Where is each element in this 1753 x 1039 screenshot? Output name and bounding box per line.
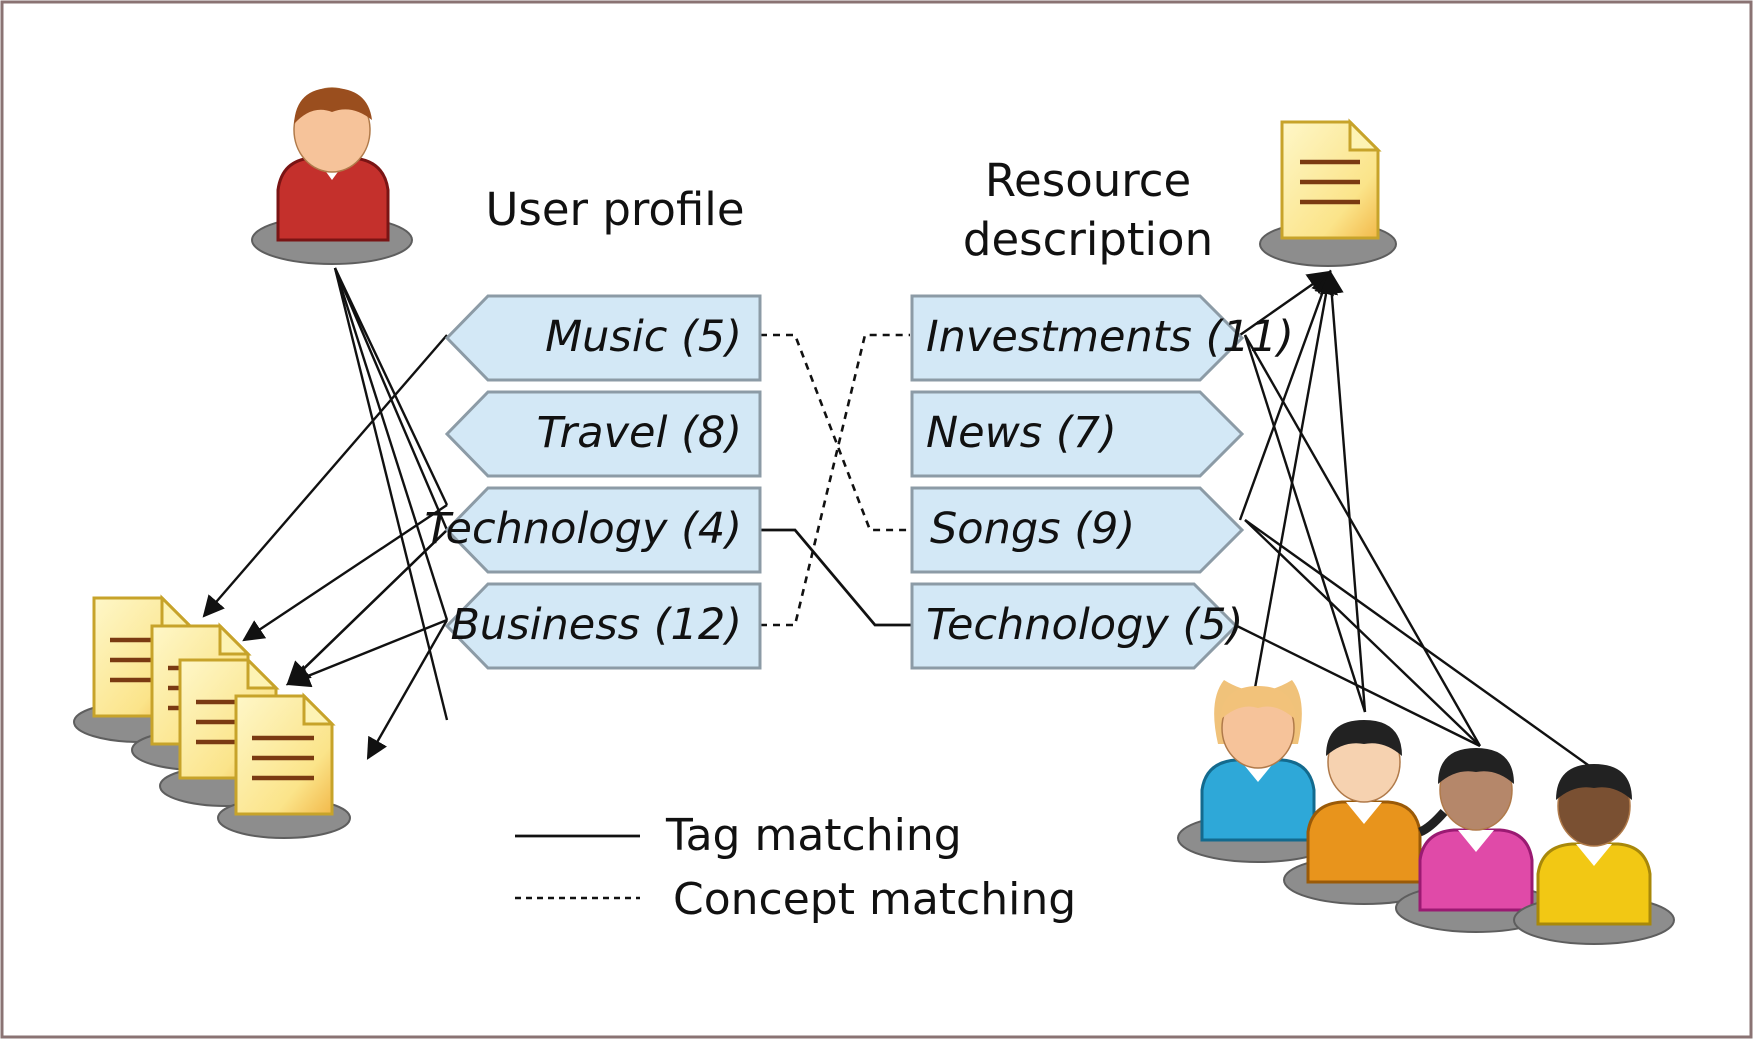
resource-description-heading-line1: Resource [985,154,1191,207]
user-profile-heading: User profile [485,183,744,236]
resource-tag-investments: Investments (11) [910,294,1294,382]
legend-concept-matching-label: Concept matching [673,874,1076,925]
songs-to-person3 [1244,519,1481,747]
business-investments-concept-line [760,333,910,627]
legend-tag-matching-label: Tag matching [665,810,962,861]
stack-document-4 [217,692,351,839]
user-to-documents-arrows [202,267,449,760]
resource-tag-investments-label: Investments (11) [926,312,1294,362]
user-tag-business: Business (12) [444,582,762,670]
user-tag-music: Music (5) [444,294,762,382]
resource-tag-songs: Songs (9) [910,486,1245,574]
technology-tag-match-line [760,528,912,627]
investments-to-person2 [1243,334,1367,713]
resource-tag-news: News (7) [910,390,1245,478]
music-to-doc-arrow [202,334,448,618]
music-songs-concept-line [760,333,910,532]
songs-to-person4 [1244,519,1596,771]
people-to-resource-arrows [1234,269,1596,771]
business-to-doc3-arrow [285,618,448,688]
resource-tag-technology-label: Technology (5) [926,600,1243,650]
resource-tag-news-label: News (7) [926,408,1117,458]
resource-tag-songs-label: Songs (9) [930,504,1135,554]
people-group-icon [1177,680,1675,945]
document-stack-icon [73,594,351,839]
resource-description-heading-line2: description [963,213,1213,266]
user-link-1 [333,267,449,506]
document-icon [1259,118,1397,267]
user-icon [251,87,413,265]
resource-tag-technology: Technology (5) [910,582,1243,670]
person1-to-resource-arrow [1253,269,1338,689]
user-tag-technology: Technology (4) [425,486,762,574]
user-link-3 [333,267,449,621]
tech-to-doc2-arrow [242,504,448,642]
user-tag-business-label: Business (12) [450,600,742,650]
person2-to-resource-arrow [1319,269,1367,713]
matching-lines [760,333,912,627]
person-blue [1177,680,1339,863]
person-yellow [1513,764,1675,945]
legend: Tag matching Concept matching [515,810,1076,925]
user-tag-technology-label: Technology (4) [425,504,742,554]
songs-to-resource-arrow [1238,269,1334,521]
user-link-4 [333,267,449,721]
user-tag-music-label: Music (5) [545,312,742,362]
business-to-doc4-arrow [366,619,449,760]
user-tags: Music (5) Travel (8) Technology (4) Busi… [425,294,762,670]
person-orange [1283,720,1445,905]
user-tag-travel: Travel (8) [444,390,762,478]
tech-to-doc3-arrow-b [291,529,448,681]
user-tag-travel-label: Travel (8) [537,408,742,458]
resource-tags: Investments (11) News (7) Songs (9) Tech… [910,294,1294,670]
investments-to-person3 [1243,334,1482,747]
technology-to-person3 [1234,623,1481,748]
